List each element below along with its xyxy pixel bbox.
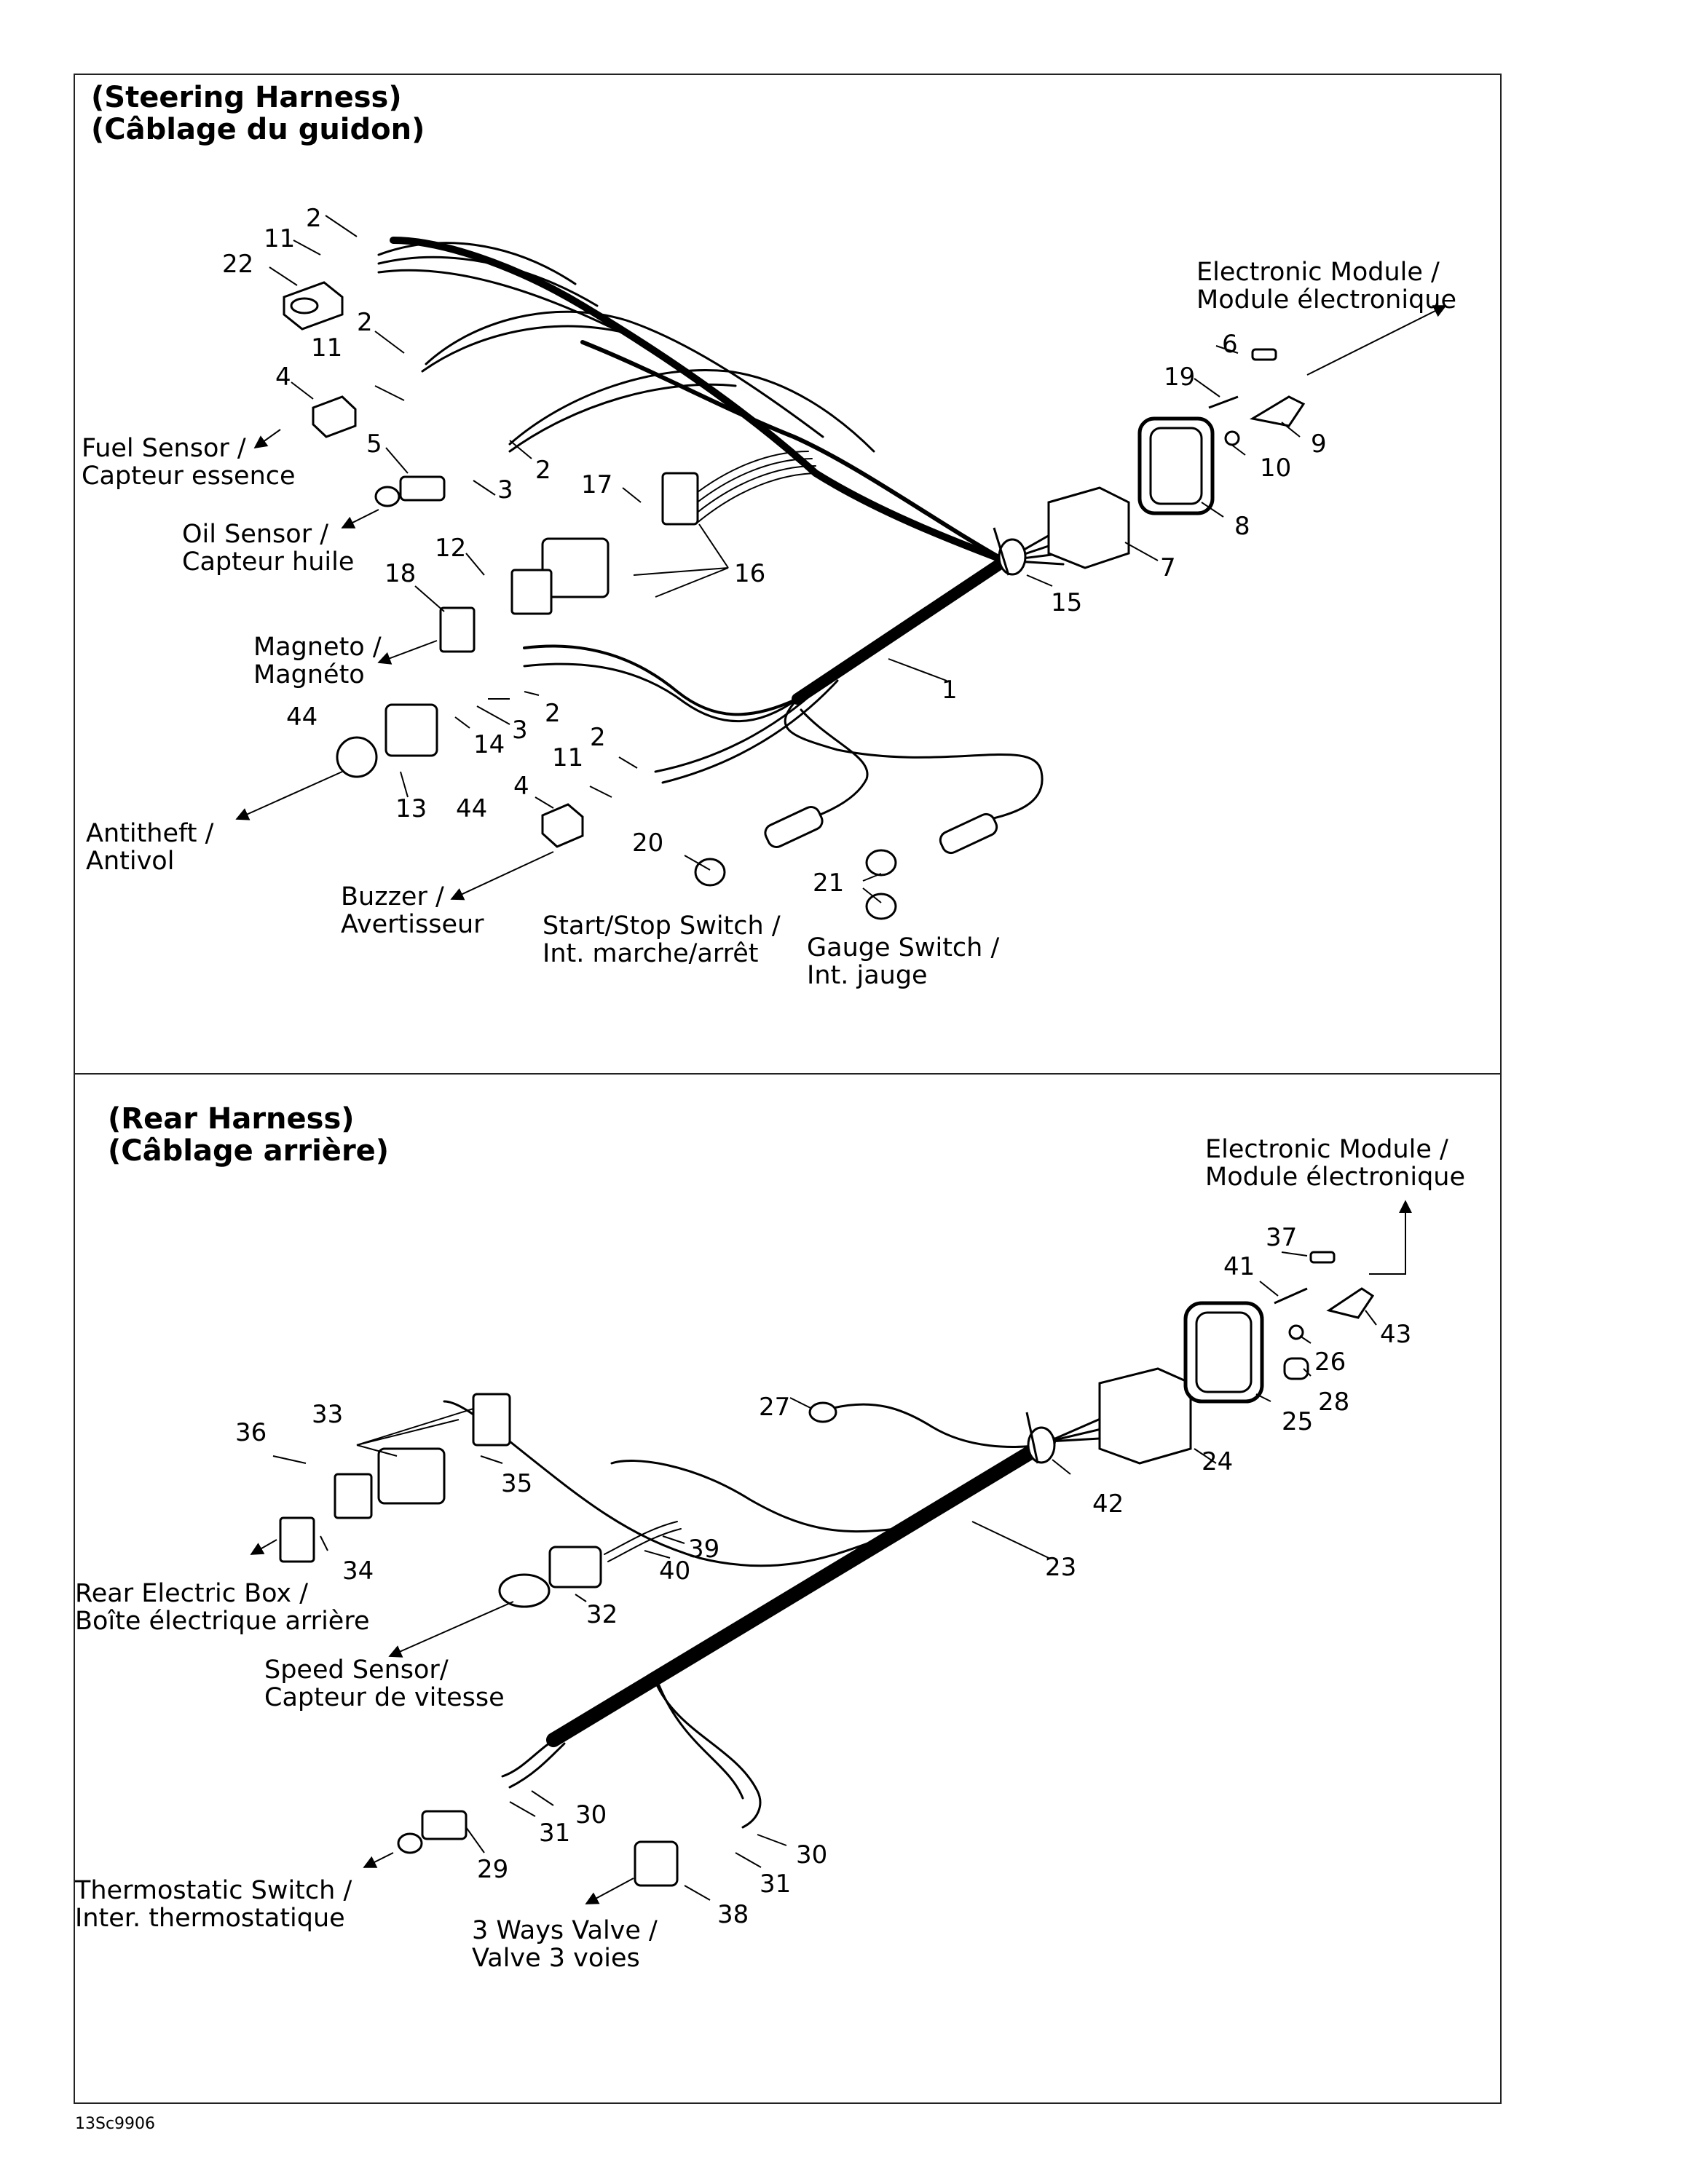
part-number: 18 <box>384 559 417 588</box>
part-number: 35 <box>501 1469 533 1498</box>
part-number: 11 <box>552 743 584 772</box>
part-number: 44 <box>286 703 318 732</box>
rear-leaders <box>250 1200 1412 1904</box>
part-number: 34 <box>342 1556 374 1586</box>
part-number: 44 <box>456 794 488 823</box>
callout-buzzer-en: Buzzer / <box>341 882 444 911</box>
part-number: 32 <box>586 1600 618 1629</box>
callout-buzzer-fr: Avertisseur <box>341 910 484 939</box>
part-number: 31 <box>760 1870 792 1899</box>
part-number: 21 <box>813 869 845 898</box>
part-number: 2 <box>306 204 322 233</box>
callout-gauge-switch-fr: Int. jauge <box>807 961 928 990</box>
part-number: 11 <box>311 333 343 363</box>
part-number: 5 <box>366 430 382 459</box>
part-number: 3 <box>497 475 513 505</box>
part-number: 43 <box>1380 1320 1412 1349</box>
part-number: 28 <box>1318 1388 1350 1417</box>
figure-code: 13Sc9906 <box>75 2115 156 2133</box>
callout-electronic-module-en: Electronic Module / <box>1196 258 1440 287</box>
steering-components <box>283 281 1306 920</box>
part-number: 17 <box>581 470 613 499</box>
callout-fuel-sensor-fr: Capteur essence <box>82 462 296 491</box>
callout-magneto-fr: Magnéto <box>253 660 365 689</box>
part-number: 24 <box>1202 1447 1234 1476</box>
part-number: 4 <box>513 772 529 801</box>
part-number: 16 <box>734 559 766 588</box>
part-number: 39 <box>688 1535 720 1564</box>
rear-main-harness <box>443 1400 1114 1829</box>
part-number: 22 <box>222 250 254 279</box>
part-number: 25 <box>1282 1407 1314 1436</box>
part-number: 6 <box>1222 330 1238 359</box>
part-number: 27 <box>759 1393 791 1422</box>
part-number: 8 <box>1234 512 1250 541</box>
part-number: 41 <box>1223 1252 1255 1281</box>
part-number: 2 <box>545 699 561 728</box>
part-number: 20 <box>632 828 664 858</box>
part-number: 3 <box>512 716 528 745</box>
callout-rear-box-fr: Boîte électrique arrière <box>75 1607 370 1636</box>
part-number: 14 <box>473 730 505 759</box>
callout-electronic-module-en: Electronic Module / <box>1205 1135 1448 1164</box>
part-number: 37 <box>1266 1223 1298 1252</box>
part-number: 7 <box>1160 553 1176 582</box>
part-number: 26 <box>1314 1348 1346 1377</box>
part-number: 31 <box>539 1819 571 1848</box>
callout-fuel-sensor-en: Fuel Sensor / <box>82 434 246 463</box>
callout-valve-en: 3 Ways Valve / <box>472 1916 658 1945</box>
part-number: 13 <box>395 794 427 823</box>
callout-antitheft-fr: Antivol <box>86 847 175 876</box>
steering-title-en: (Steering Harness) <box>91 81 402 114</box>
steering-leaders <box>235 215 1447 903</box>
part-number: 2 <box>590 723 606 752</box>
callout-gauge-switch-en: Gauge Switch / <box>807 933 1000 962</box>
callout-start-stop-fr: Int. marche/arrêt <box>543 939 759 968</box>
part-number: 9 <box>1311 430 1327 459</box>
callout-start-stop-en: Start/Stop Switch / <box>543 911 781 941</box>
callout-oil-sensor-en: Oil Sensor / <box>182 520 329 549</box>
part-number: 23 <box>1045 1553 1077 1582</box>
part-number: 29 <box>477 1855 509 1884</box>
steering-title-fr: (Câblage du guidon) <box>91 113 425 146</box>
part-number: 42 <box>1092 1489 1124 1519</box>
callout-electronic-module-fr: Module électronique <box>1205 1163 1466 1192</box>
callout-thermostatic-fr: Inter. thermostatique <box>75 1904 345 1933</box>
callout-rear-box-en: Rear Electric Box / <box>75 1579 309 1608</box>
part-number: 36 <box>235 1418 267 1447</box>
part-number: 40 <box>659 1556 691 1586</box>
part-number: 10 <box>1260 454 1292 483</box>
part-number: 2 <box>357 308 373 337</box>
callout-magneto-en: Magneto / <box>253 633 382 662</box>
callout-thermostatic-en: Thermostatic Switch / <box>75 1876 352 1905</box>
callout-electronic-module-fr: Module électronique <box>1196 285 1457 314</box>
part-number: 1 <box>942 676 958 705</box>
rear-components <box>279 1251 1375 1887</box>
part-number: 12 <box>435 534 467 563</box>
callout-valve-fr: Valve 3 voies <box>472 1944 640 1973</box>
callout-oil-sensor-fr: Capteur huile <box>182 547 355 577</box>
part-number: 30 <box>575 1800 607 1829</box>
part-number: 4 <box>275 363 291 392</box>
part-number: 15 <box>1051 588 1083 617</box>
part-number: 2 <box>535 456 551 485</box>
part-number: 33 <box>312 1400 344 1429</box>
rear-title-en: (Rear Harness) <box>108 1102 355 1136</box>
callout-antitheft-en: Antitheft / <box>86 819 214 848</box>
part-number: 38 <box>717 1900 749 1929</box>
callout-speed-sensor-en: Speed Sensor/ <box>264 1655 449 1685</box>
part-number: 11 <box>264 224 296 253</box>
callout-speed-sensor-fr: Capteur de vitesse <box>264 1683 505 1712</box>
rear-harness-panel <box>74 1073 1502 2104</box>
part-number: 30 <box>796 1840 828 1870</box>
rear-title-fr: (Câblage arrière) <box>108 1134 390 1168</box>
part-number: 19 <box>1164 363 1196 392</box>
